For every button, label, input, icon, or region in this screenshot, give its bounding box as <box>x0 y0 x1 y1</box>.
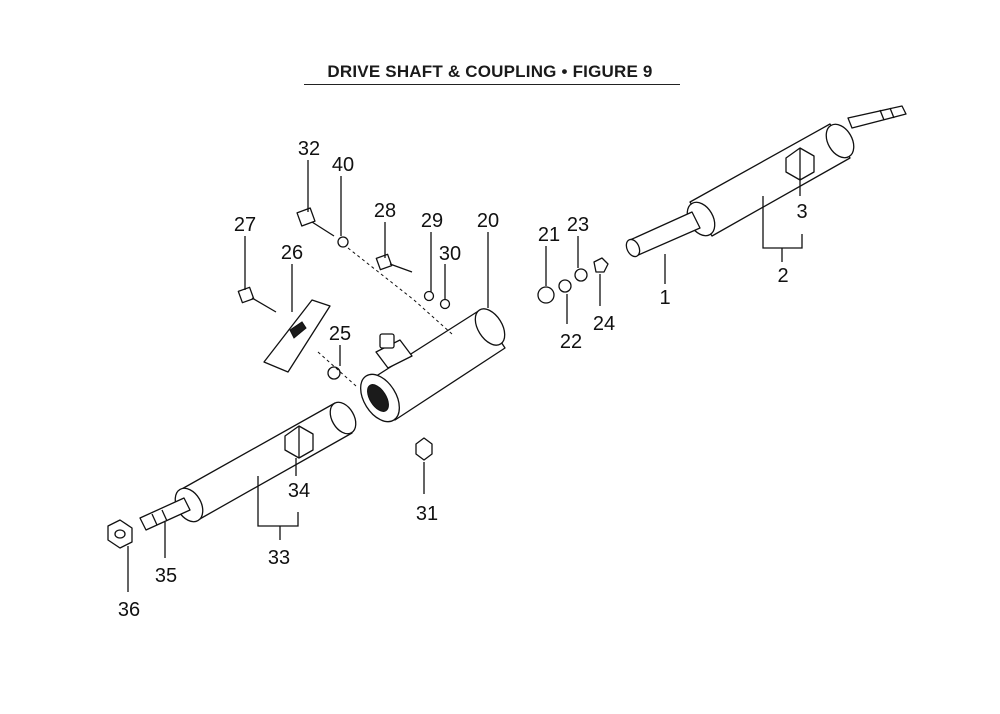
callout-2: 2 <box>777 265 788 287</box>
callout-25: 25 <box>329 323 351 345</box>
callout-1: 1 <box>659 287 670 309</box>
callout-33: 33 <box>268 547 290 569</box>
leader-lines <box>127 160 803 592</box>
lower-drive-shaft <box>139 401 357 531</box>
washer-21 <box>537 286 555 304</box>
nut-31 <box>415 437 433 461</box>
washer-29 <box>423 290 435 302</box>
figure-title: DRIVE SHAFT & COUPLING • FIGURE 9 <box>327 62 653 81</box>
washer-22 <box>558 279 572 293</box>
callout-22: 22 <box>560 331 582 353</box>
nut-36 <box>107 519 133 549</box>
upper-drive-shaft <box>625 105 907 258</box>
callout-36: 36 <box>118 599 140 621</box>
washer-23 <box>574 268 588 282</box>
callout-20: 20 <box>477 210 499 232</box>
callout-35: 35 <box>155 565 177 587</box>
washer-30 <box>439 298 451 310</box>
callout-40: 40 <box>332 154 354 176</box>
title-underline <box>304 84 680 85</box>
nut-24 <box>593 257 609 273</box>
callout-21: 21 <box>538 224 560 246</box>
callout-24: 24 <box>593 313 615 335</box>
yoke-26 <box>263 299 331 373</box>
bolt-32 <box>296 207 335 237</box>
bolt-27 <box>237 286 277 313</box>
washer-25 <box>327 366 341 380</box>
callout-labels: 32 40 28 29 30 20 27 26 25 31 21 23 22 2… <box>118 138 808 621</box>
bolt-28 <box>375 253 413 273</box>
callout-27: 27 <box>234 214 256 236</box>
callout-26: 26 <box>281 242 303 264</box>
callout-31: 31 <box>416 503 438 525</box>
callout-32: 32 <box>298 138 320 160</box>
callout-23: 23 <box>567 214 589 236</box>
callout-3: 3 <box>796 201 807 223</box>
callout-28: 28 <box>374 200 396 222</box>
callout-29: 29 <box>421 210 443 232</box>
coupling-body <box>360 308 506 423</box>
callout-30: 30 <box>439 243 461 265</box>
washer-40 <box>337 236 349 248</box>
callout-34: 34 <box>288 480 310 502</box>
